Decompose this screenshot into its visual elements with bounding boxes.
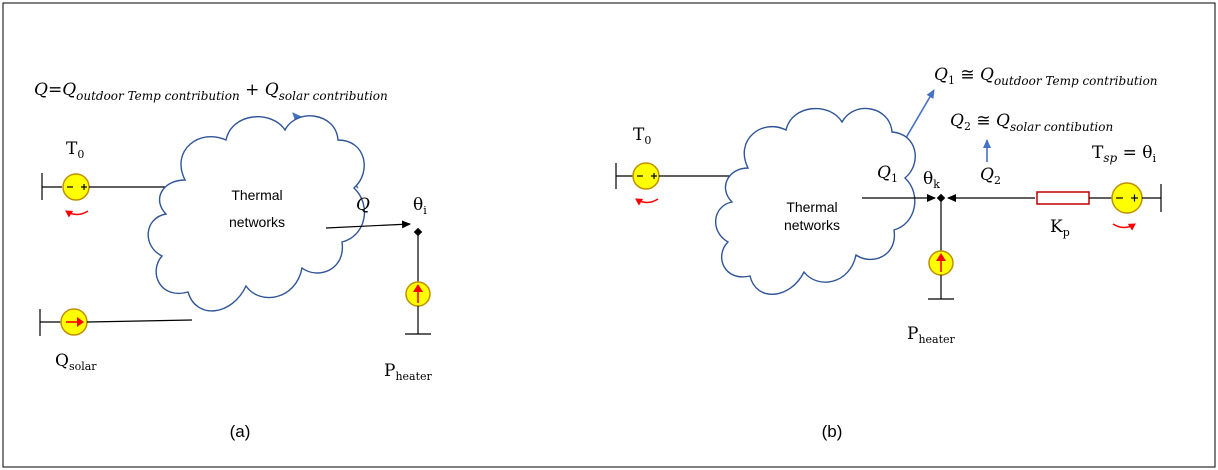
panel-b-tsp-label: Tsp = θi bbox=[1092, 143, 1157, 165]
panel-a-thermal-network-cloud bbox=[147, 115, 366, 312]
panel-b-q2-label: Q2 bbox=[980, 165, 1001, 187]
panel-b-tsp-direction-arrow bbox=[1112, 223, 1136, 231]
panel-b-thermal-network-cloud bbox=[714, 107, 916, 295]
panel-a: Q=Qoutdoor Temp contribution + Qsolar co… bbox=[34, 80, 433, 441]
panel-b: Q1 ≅ Qoutdoor Temp contribution Q2 ≅ Qso… bbox=[615, 65, 1162, 441]
panel-b-equation-1: Q1 ≅ Qoutdoor Temp contribution bbox=[934, 65, 1158, 88]
panel-a-t0-direction-arrow bbox=[65, 210, 89, 218]
panel-a-equation: Q=Qoutdoor Temp contribution + Qsolar co… bbox=[34, 80, 388, 103]
panel-a-t0-voltage-source bbox=[62, 173, 90, 201]
panel-b-t0-label: T0 bbox=[633, 125, 651, 147]
panel-b-heater-label: Pheater bbox=[907, 324, 956, 346]
panel-a-heater-current-source bbox=[405, 281, 431, 307]
panel-a-qsolar-current-source bbox=[60, 308, 88, 336]
panel-a-heater-label: Pheater bbox=[384, 361, 433, 383]
panel-a-network-label-1: Thermal bbox=[231, 187, 282, 203]
panel-b-network-label-2: networks bbox=[784, 217, 840, 233]
panel-b-node-label: θk bbox=[923, 169, 940, 191]
panel-b-t0-direction-arrow bbox=[635, 198, 659, 206]
panel-b-equation-2: Q2 ≅ Qsolar contibution bbox=[950, 111, 1113, 134]
panel-a-flow-label: Q bbox=[356, 195, 370, 215]
panel-a-node-label: θi bbox=[413, 195, 427, 217]
panel-a-flow-arrow bbox=[325, 220, 411, 229]
panel-a-t0-label: T0 bbox=[66, 139, 84, 161]
panel-b-kp-label: Kp bbox=[1050, 217, 1070, 239]
panel-b-network-label-1: Thermal bbox=[786, 199, 837, 215]
panel-b-node-marker bbox=[936, 193, 946, 203]
panel-a-network-label-2: networks bbox=[229, 214, 285, 230]
panel-a-qsolar-wire bbox=[86, 319, 193, 323]
panel-a-caption: (a) bbox=[230, 422, 251, 441]
panel-b-t0-voltage-source bbox=[632, 162, 660, 190]
panel-a-qsolar-label: Qsolar bbox=[55, 351, 97, 373]
panel-b-q1-label: Q1 bbox=[877, 163, 898, 185]
panel-b-heater-current-source bbox=[928, 250, 954, 276]
panel-b-kp-resistor bbox=[1036, 191, 1090, 205]
panel-a-node-marker bbox=[413, 227, 423, 237]
panel-b-caption: (b) bbox=[822, 422, 843, 441]
panel-b-tsp-voltage-source bbox=[1111, 182, 1143, 214]
